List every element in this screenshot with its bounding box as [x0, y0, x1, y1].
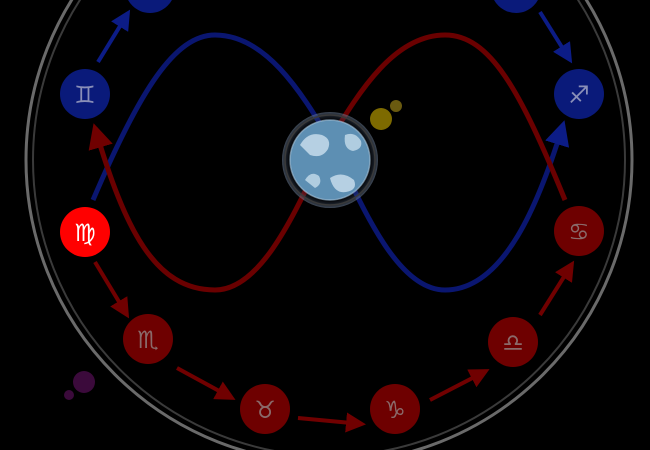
sign-scorpio[interactable]: ♏: [123, 314, 173, 364]
sign-glyph-libra: ♎: [502, 329, 524, 357]
sign-cancer[interactable]: ♋: [554, 206, 604, 256]
sign-taurus[interactable]: ♉: [240, 384, 290, 434]
arrow-top-to-sagittarius: [538, 10, 573, 64]
planet-icon: [64, 371, 95, 400]
arrow-libra-to-cancer: [538, 260, 575, 317]
sign-glyph-scorpio: ♏: [137, 326, 159, 354]
orbit-ring: [24, 0, 634, 450]
arrow-gemini-to-top: [96, 9, 131, 64]
arrow-capricorn-to-libra: [429, 369, 490, 402]
arrow-taurus-to-capricorn: [297, 412, 366, 433]
arrow-virgo-to-scorpio: [93, 260, 130, 319]
sun-icon: [370, 108, 392, 130]
small-planet-icon: [390, 100, 402, 112]
sign-glyph-taurus: ♉: [254, 396, 276, 424]
sign-glyph-sagittarius: ♐: [568, 81, 590, 109]
sign-glyph-gemini: ♊: [74, 81, 96, 109]
arrow-scorpio-to-taurus: [176, 366, 236, 400]
sign-arrows: [93, 9, 575, 433]
sign-glyph-capricorn: ♑: [384, 396, 406, 424]
sign-top-right[interactable]: [491, 0, 541, 13]
earth-icon: [282, 112, 378, 208]
sign-glyph-cancer: ♋: [568, 218, 590, 246]
sign-gemini[interactable]: ♊: [60, 69, 110, 119]
sign-libra[interactable]: ♎: [488, 317, 538, 367]
sign-glyph-virgo: ♍: [74, 219, 96, 247]
sign-capricorn[interactable]: ♑: [370, 384, 420, 434]
sign-sagittarius[interactable]: ♐: [554, 69, 604, 119]
sign-top-left[interactable]: [125, 0, 175, 13]
sign-virgo[interactable]: ♍: [60, 207, 110, 257]
